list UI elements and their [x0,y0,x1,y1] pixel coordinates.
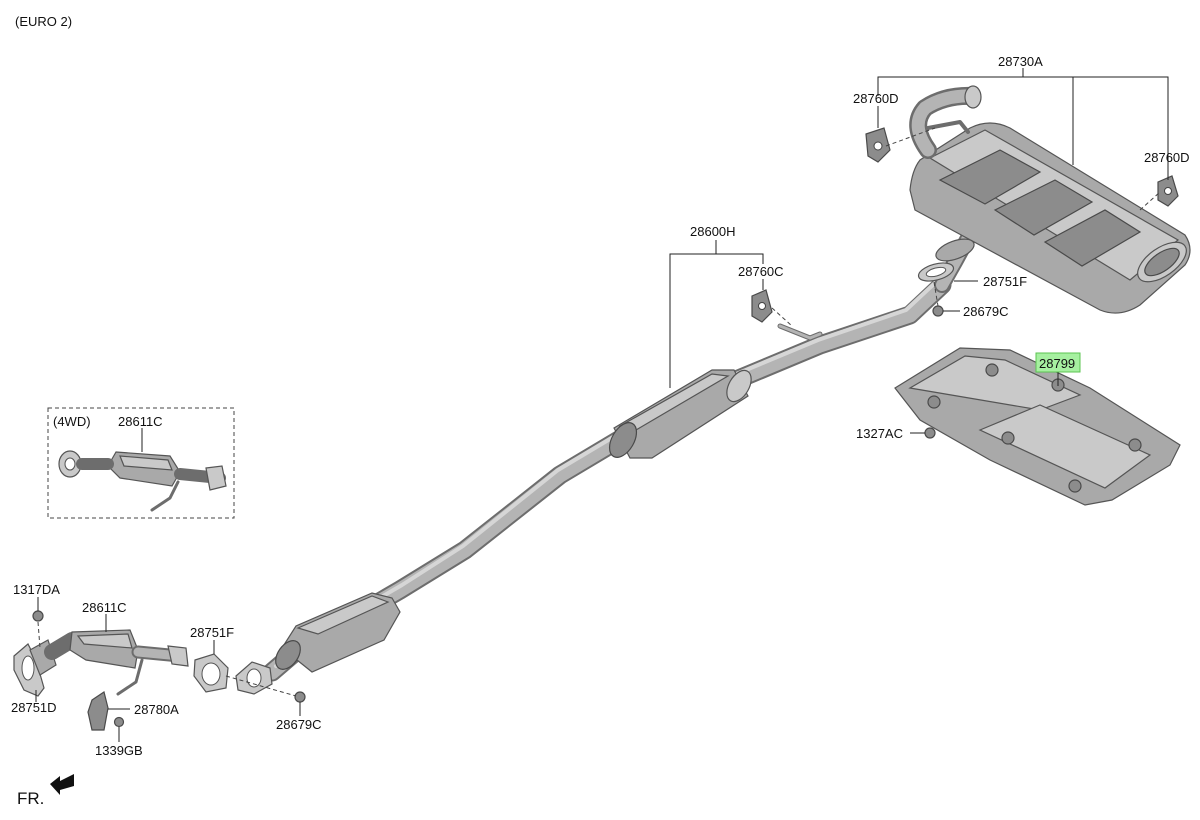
label-28679C-front[interactable]: 28679C [276,717,322,732]
catalytic-converter [275,592,401,673]
label-1339GB[interactable]: 1339GB [95,743,143,758]
manifold-gasket-28751D [13,643,45,697]
center-hanger-rod [777,323,823,341]
label-1317DA[interactable]: 1317DA [13,582,60,597]
variant-label: (EURO 2) [15,14,72,29]
label-28780A[interactable]: 28780A [134,702,179,717]
label-28760D-left[interactable]: 28760D [853,91,899,106]
label-28799[interactable]: 28799 [1039,356,1075,371]
leader-lines [35,68,1169,742]
label-28611C[interactable]: 28611C [82,600,127,615]
front-pipe-28611C [29,629,189,696]
center-resonator [608,369,752,459]
label-28751F-rear[interactable]: 28751F [983,274,1027,289]
label-28760C[interactable]: 28760C [738,264,784,279]
inset-front-pipe [58,450,227,512]
heat-protector-28799 [894,347,1181,506]
nut-28679C-front [294,691,306,703]
front-direction-arrow-icon [50,774,74,795]
label-28760D-right[interactable]: 28760D [1144,150,1190,165]
label-inset-28611C[interactable]: 28611C [118,414,163,429]
rear-muffler [909,85,1191,314]
label-28600H[interactable]: 28600H [690,224,736,239]
bolt-1317DA [32,610,44,622]
hanger-28760D-right [1157,175,1179,207]
highlight-28799 [1035,352,1081,373]
bolt-1339GB [113,716,125,728]
hanger-28760D-left [865,127,891,163]
label-28679C-rear[interactable]: 28679C [963,304,1009,319]
hanger-28760C [751,289,773,323]
front-flange [235,661,273,695]
inset-title: (4WD) [53,414,91,429]
bracket-28780A [87,691,109,731]
front-marker-label: FR. [17,789,44,808]
nut-28679C-rear [932,305,944,317]
label-28751F-front[interactable]: 28751F [190,625,234,640]
gasket-28751F-rear [917,262,955,282]
label-28751D[interactable]: 28751D [11,700,57,715]
inset-4wd-box [47,407,235,519]
label-1327AC[interactable]: 1327AC [856,426,903,441]
label-28730A[interactable]: 28730A [998,54,1043,69]
nut-1327AC [924,427,936,439]
gasket-28751F-front [193,653,229,693]
